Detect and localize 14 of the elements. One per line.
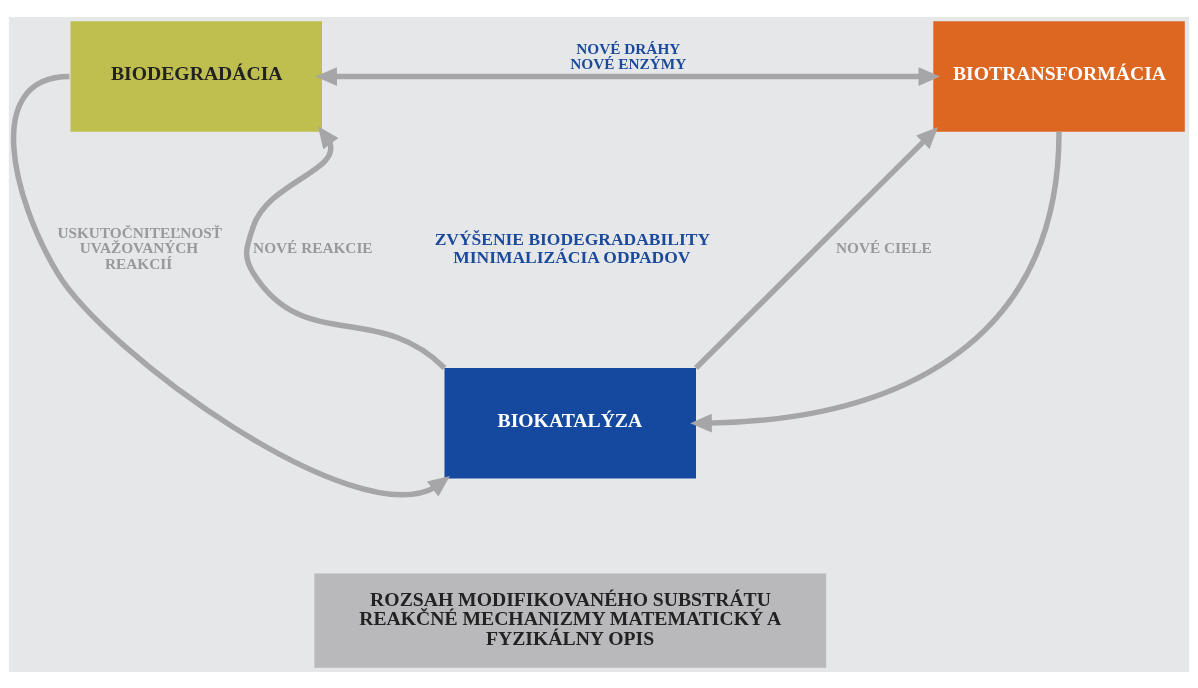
node-box: ROZSAH MODIFIKOVANÉHO SUBSTRÁTU REAKČNÉ MECHANIZMY MATEMATICKÝ A FYZIKÁLNY OPIS (314, 573, 827, 668)
edge-label: NOVÉ REAKCIE (253, 238, 373, 256)
edge-label: NOVÉ DRÁHY NOVÉ ENZÝMY (570, 39, 687, 72)
label: ZVÝŠENIE BIODEGRADABILITY MINIMALIZÁCIA ODPADOV (434, 228, 711, 267)
arrow (315, 66, 941, 86)
arrow (11, 73, 450, 497)
edge-label: USKUTOČNITEĽNOSŤ UVAŽOVANÝCH REAKCIÍ (57, 223, 223, 272)
arrow (690, 131, 1062, 433)
arrow (694, 126, 939, 370)
node-box: BIOKATALÝZA (444, 367, 696, 478)
edge-label: NOVÉ CIELE (835, 238, 932, 256)
node-box: BIODEGRADÁCIA (70, 20, 322, 132)
arrow (243, 125, 447, 370)
node-box: BIOTRANSFORMÁCIA (933, 20, 1185, 132)
